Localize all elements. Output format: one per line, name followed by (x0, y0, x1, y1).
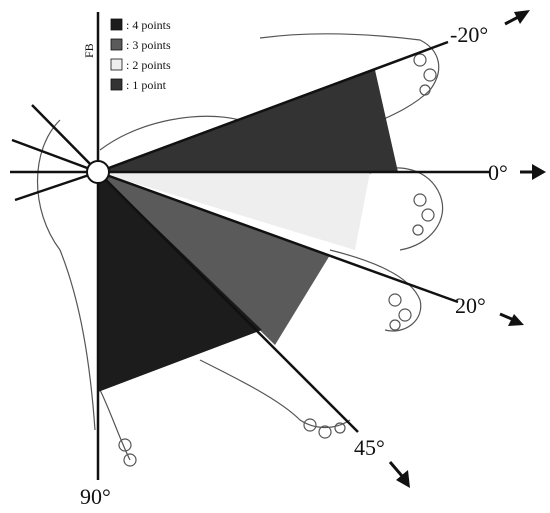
toe-circle (413, 225, 423, 235)
back-line-2 (12, 140, 98, 172)
lower-foot-outline-2 (200, 360, 350, 428)
legend-swatch-1-point (111, 79, 122, 90)
pivot-circle (87, 161, 109, 183)
legend-label-4-points: : 4 points (126, 18, 171, 32)
arrow-zero (520, 164, 546, 180)
angle-label-plus20: 20° (455, 293, 486, 318)
legend-item-4-points: : 4 points (111, 18, 171, 32)
toe-circle (390, 320, 400, 330)
toe-circle (420, 85, 430, 95)
legend-label-3-points: : 3 points (126, 38, 171, 52)
angle-label-zero: 0° (488, 160, 508, 185)
axis-side-label-fb: FB (82, 43, 96, 58)
legend-label-1-point: : 1 point (126, 78, 167, 92)
direction-arrows (390, 10, 546, 488)
mid-foot-outline (365, 168, 443, 250)
legend-item-1-point: : 1 point (111, 78, 167, 92)
toe-circle (399, 309, 411, 321)
angle-label-minus20: -20° (450, 22, 488, 47)
legend-item-3-points: : 3 points (111, 38, 171, 52)
back-line-1 (32, 105, 98, 172)
bottom-foot-outline (100, 390, 130, 460)
legend: : 4 points : 3 points : 2 points : 1 poi… (111, 18, 171, 92)
arrow-minus20 (505, 10, 530, 24)
toe-circle (422, 209, 434, 221)
legend-item-2-points: : 2 points (111, 58, 171, 72)
back-line-3 (15, 172, 98, 200)
legend-label-2-points: : 2 points (126, 58, 171, 72)
toe-circle (414, 194, 426, 206)
arrow-plus20 (500, 314, 524, 326)
angle-label-plus45: 45° (354, 435, 385, 460)
arrow-plus45 (390, 462, 410, 488)
toe-circle (424, 69, 436, 81)
toe-circle (389, 294, 401, 306)
legend-swatch-4-points (111, 19, 122, 30)
legend-swatch-3-points (111, 39, 122, 50)
legend-swatch-2-points (111, 59, 122, 70)
lower-foot-outline-1 (330, 250, 421, 331)
toe-circle (414, 54, 426, 66)
angle-label-90: 90° (80, 484, 111, 509)
